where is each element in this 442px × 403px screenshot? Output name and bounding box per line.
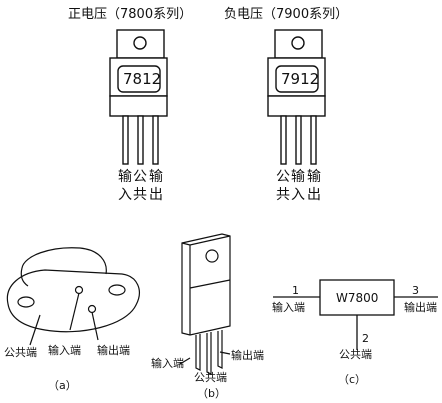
- b-common-label: 公共端: [194, 371, 227, 384]
- negative-pin3-label: 输出: [307, 169, 321, 203]
- c-output-label: 输出端: [404, 301, 437, 314]
- negative-pin1-label: 公共: [276, 169, 290, 203]
- a-input-label: 输入端: [48, 344, 81, 357]
- b-input-label: 输入端: [151, 357, 184, 370]
- c-caption: （c）: [338, 373, 367, 386]
- a-common-label: 公共端: [4, 346, 37, 359]
- positive-pin2-label: 公共: [133, 169, 147, 203]
- negative-regulator-package: [267, 29, 326, 165]
- c-pin1-number: 1: [292, 284, 299, 297]
- c-pin2-number: 2: [362, 332, 369, 345]
- positive-regulator-package: [109, 29, 168, 165]
- positive-part-number: 7812: [123, 70, 162, 88]
- positive-pin1-label: 输入: [118, 169, 132, 203]
- positive-pin3-label: 输出: [149, 169, 163, 203]
- positive-regulator-title: 正电压（7800系列）: [68, 7, 193, 22]
- a-caption: （a）: [48, 379, 77, 392]
- negative-part-number: 7912: [281, 70, 320, 88]
- a-output-label: 输出端: [97, 344, 130, 357]
- to3-package: [6, 247, 140, 346]
- b-caption: （b）: [197, 387, 226, 400]
- c-pin3-number: 3: [412, 284, 419, 297]
- schematic: [273, 279, 438, 350]
- negative-pin2-label: 输入: [291, 169, 305, 203]
- negative-regulator-title: 负电压（7900系列）: [224, 7, 349, 22]
- c-input-label: 输入端: [272, 301, 305, 314]
- c-box-label: W7800: [336, 291, 379, 305]
- c-common-label: 公共端: [339, 348, 372, 361]
- to220-package: [179, 233, 231, 375]
- b-output-label: 输出端: [231, 349, 264, 362]
